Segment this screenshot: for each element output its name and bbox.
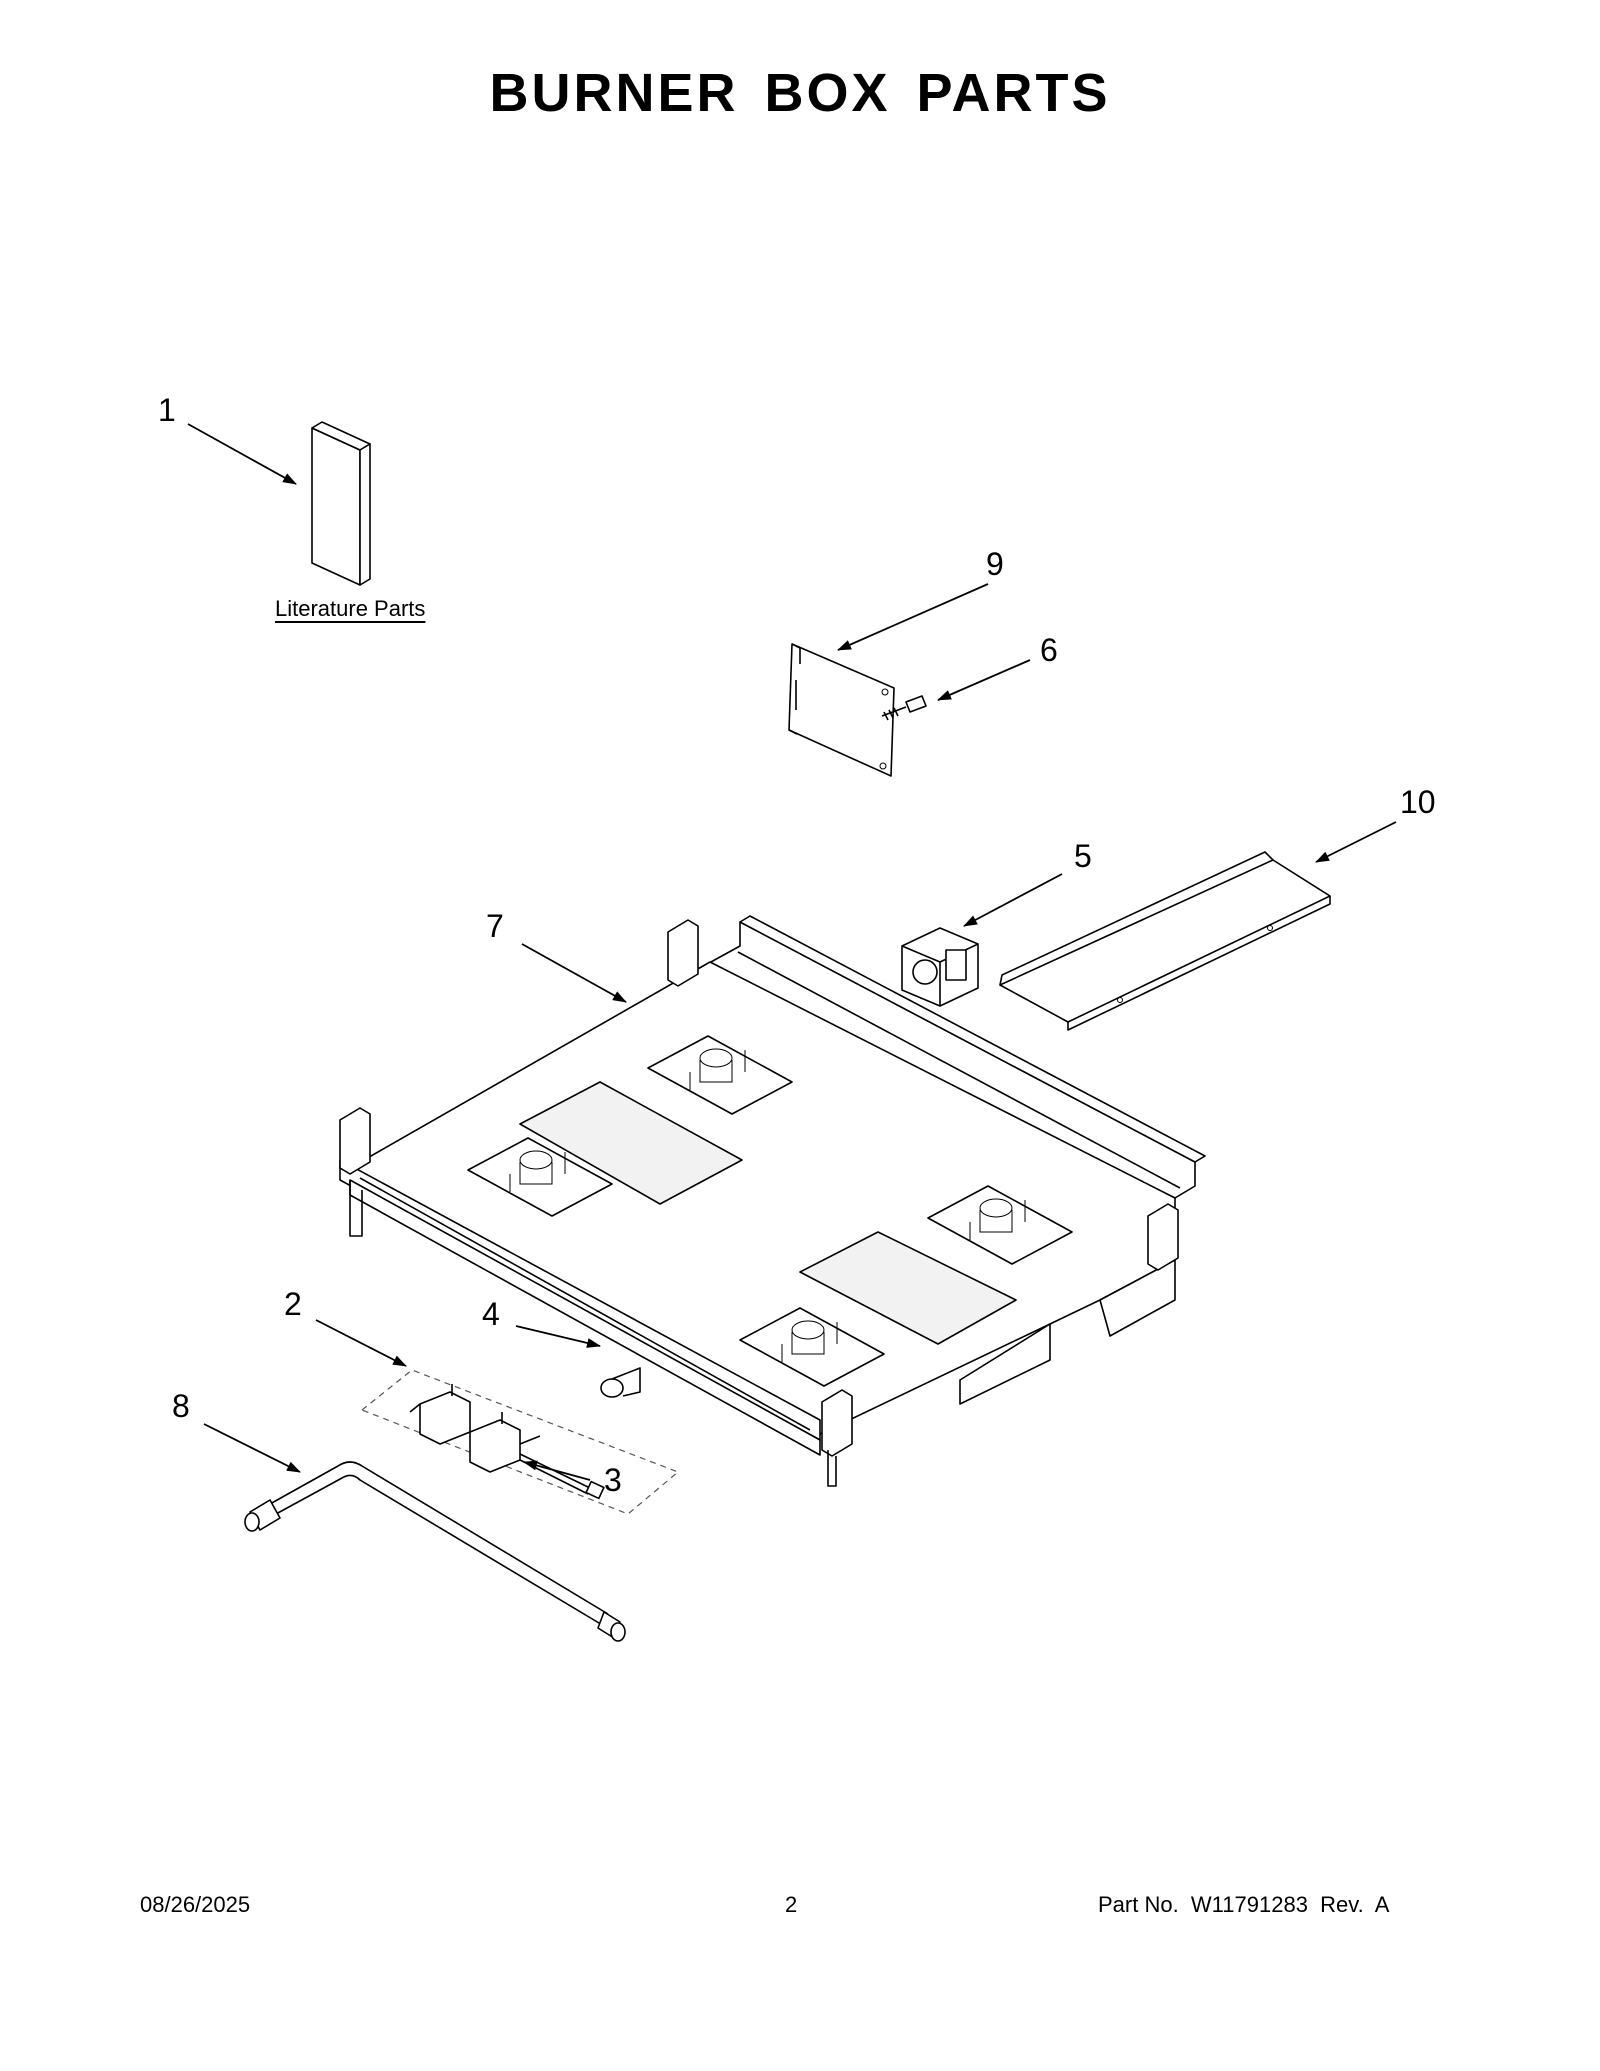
footer-part-number: Part No. W11791283 Rev. A bbox=[1098, 1892, 1390, 1917]
literature-booklet[interactable] bbox=[311, 421, 371, 586]
footer-date: 08/26/2025 bbox=[140, 1892, 251, 1917]
screw-part-6[interactable] bbox=[881, 695, 927, 721]
valve-assembly-part-2[interactable] bbox=[360, 1369, 680, 1515]
bracket-part-10[interactable] bbox=[999, 851, 1331, 1031]
callout-7: 7 bbox=[486, 908, 504, 944]
callout-3: 3 bbox=[604, 1462, 622, 1498]
footer-page-number: 2 bbox=[785, 1892, 798, 1917]
gas-tube-part-8[interactable] bbox=[244, 1461, 626, 1642]
callout-1: 1 bbox=[158, 392, 176, 428]
cover-plate-part-9[interactable] bbox=[788, 643, 895, 777]
burner-box-pan-part-7[interactable] bbox=[339, 915, 1206, 1487]
literature-parts-label: Literature Parts bbox=[275, 596, 426, 621]
valve-block-part-5[interactable] bbox=[901, 927, 979, 1007]
callout-2: 2 bbox=[284, 1286, 302, 1322]
page-title: BURNER BOX PARTS bbox=[489, 63, 1111, 123]
callout-4: 4 bbox=[482, 1296, 500, 1332]
wire-harness-part-3[interactable] bbox=[519, 1453, 605, 1500]
callout-leaders bbox=[187, 423, 1397, 1481]
callout-10: 10 bbox=[1400, 784, 1436, 820]
callout-8: 8 bbox=[172, 1388, 190, 1424]
callout-6: 6 bbox=[1040, 632, 1058, 668]
callout-9: 9 bbox=[986, 546, 1004, 582]
callout-5: 5 bbox=[1074, 838, 1092, 874]
